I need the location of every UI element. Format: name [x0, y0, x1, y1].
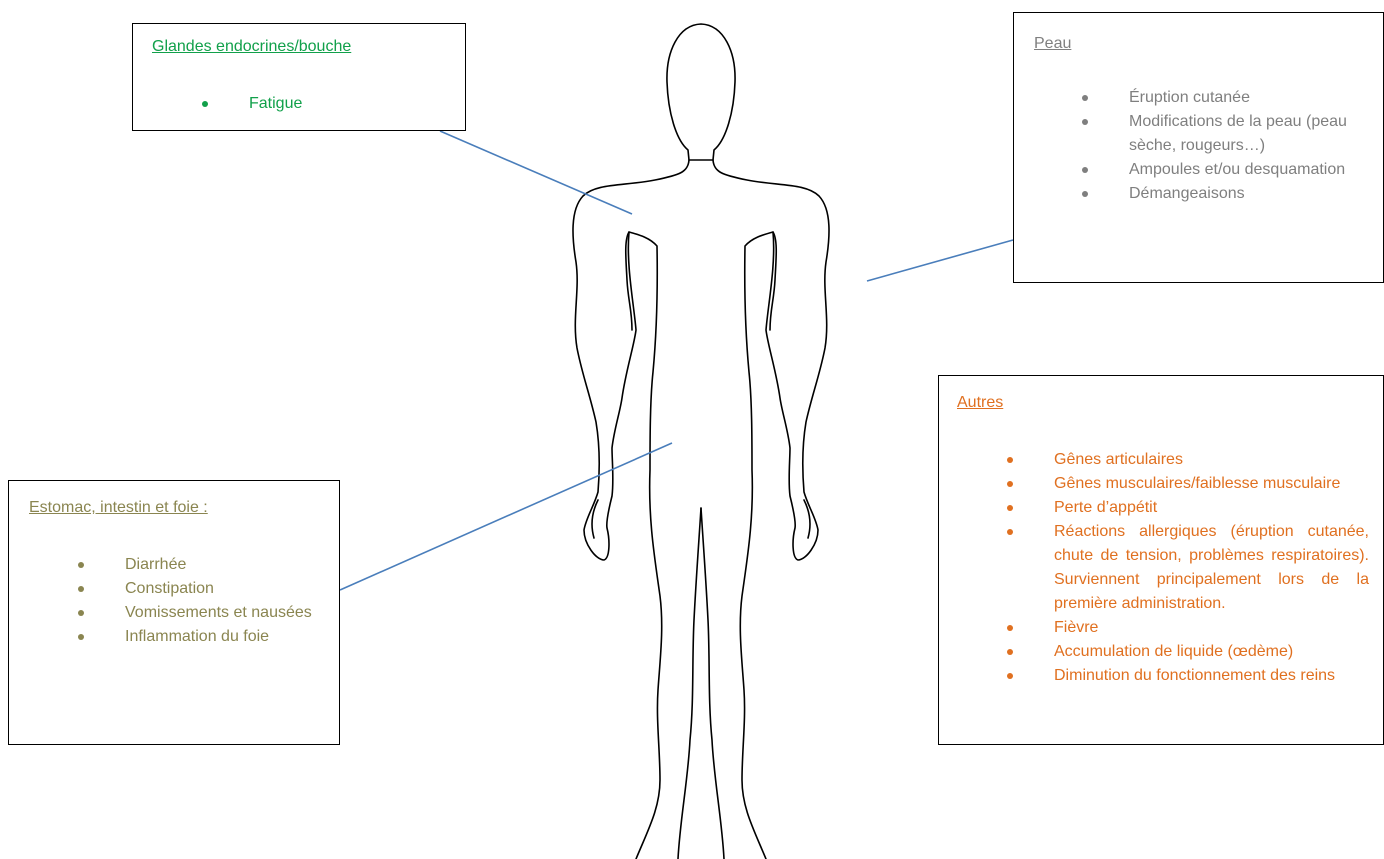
peau-list: Éruption cutanée Modifications de la pea…	[1082, 86, 1379, 206]
estomac-list: Diarrhée Constipation Vomissements et na…	[78, 553, 330, 649]
list-item: Démangeaisons	[1082, 182, 1379, 206]
connector-estomac	[339, 442, 673, 591]
list-item: Inflammation du foie	[78, 625, 330, 649]
autres-title: Autres	[957, 394, 1004, 411]
list-item: Modifications de la peau (peau sèche, ro…	[1082, 110, 1379, 158]
list-item: Gênes musculaires/faiblesse musculaire	[1007, 472, 1369, 496]
glandes-box: Glandes endocrines/bouche Fatigue	[132, 23, 466, 131]
connector-glandes	[439, 130, 633, 215]
list-item: Fatigue	[202, 92, 449, 116]
human-body-silhouette	[572, 23, 830, 859]
list-item: Réactions allergiques (éruption cutanée,…	[1007, 520, 1369, 616]
peau-title: Peau	[1034, 35, 1072, 52]
list-item: Vomissements et nausées	[78, 601, 330, 625]
list-item: Ampoules et/ou desquamation	[1082, 158, 1379, 182]
list-item: Constipation	[78, 577, 330, 601]
peau-box: Peau Éruption cutanée Modifications de l…	[1013, 12, 1384, 283]
list-item: Éruption cutanée	[1082, 86, 1379, 110]
estomac-box: Estomac, intestin et foie : Diarrhée Con…	[8, 480, 340, 745]
autres-box: Autres Gênes articulaires Gênes musculai…	[938, 375, 1384, 745]
list-item: Diminution du fonctionnement des reins	[1007, 664, 1369, 688]
glandes-title: Glandes endocrines/bouche	[152, 38, 352, 55]
list-item: Gênes articulaires	[1007, 448, 1369, 472]
list-item: Accumulation de liquide (œdème)	[1007, 640, 1369, 664]
connector-peau	[866, 239, 1014, 282]
autres-list: Gênes articulaires Gênes musculaires/fai…	[1007, 448, 1369, 688]
list-item: Diarrhée	[78, 553, 330, 577]
estomac-title: Estomac, intestin et foie :	[29, 499, 208, 516]
list-item: Fièvre	[1007, 616, 1369, 640]
list-item: Perte d’appétit	[1007, 496, 1369, 520]
connector-lines	[339, 130, 1014, 591]
glandes-list: Fatigue	[202, 92, 449, 116]
